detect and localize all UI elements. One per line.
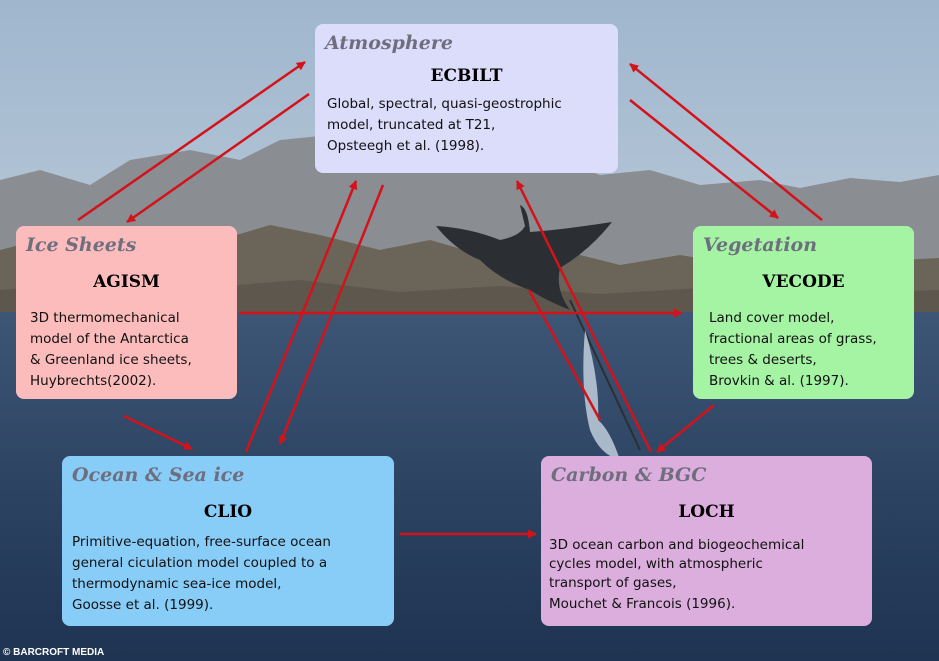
ice-sheets-box: Ice Sheets AGISM 3D thermomechanical mod…	[16, 226, 237, 399]
vegetation-desc-line: Brovkin & al. (1997).	[709, 373, 849, 389]
carbon-bgc-desc-line: Mouchet & Francois (1996).	[549, 596, 736, 612]
photo-credit: © BARCROFT MEDIA	[3, 647, 105, 658]
atmosphere-box: Atmosphere ECBILT Global, spectral, quas…	[315, 24, 618, 173]
ice-sheets-desc-line: 3D thermomechanical	[30, 310, 180, 326]
atmosphere-title: Atmosphere	[325, 32, 453, 54]
ocean-sea-ice-model: CLIO	[203, 502, 253, 522]
carbon-bgc-model: LOCH	[678, 502, 735, 522]
ocean-sea-ice-desc-line: Goosse et al. (1999).	[72, 597, 214, 613]
carbon-bgc-box: Carbon & BGC LOCH 3D ocean carbon and bi…	[541, 456, 872, 626]
atmosphere-model: ECBILT	[430, 66, 503, 86]
ice-sheets-desc-line: Huybrechts(2002).	[30, 373, 157, 389]
ice-sheets-title: Ice Sheets	[26, 234, 137, 256]
atmosphere-desc-line: Global, spectral, quasi-geostrophic	[327, 96, 562, 112]
ocean-sea-ice-title: Ocean & Sea ice	[72, 464, 245, 486]
ocean-sea-ice-box: Ocean & Sea ice CLIO Primitive-equation,…	[62, 456, 394, 626]
atmosphere-desc: Global, spectral, quasi-geostrophic mode…	[327, 94, 612, 157]
vegetation-desc-line: fractional areas of grass,	[709, 331, 877, 347]
vegetation-title: Vegetation	[703, 234, 818, 256]
vegetation-desc-line: trees & deserts,	[709, 352, 817, 368]
ice-sheets-desc: 3D thermomechanical model of the Antarct…	[30, 308, 231, 392]
carbon-bgc-title: Carbon & BGC	[551, 464, 707, 486]
vegetation-model: VECODE	[762, 272, 845, 292]
ocean-sea-ice-desc-line: thermodynamic sea-ice model,	[72, 576, 282, 592]
ice-sheets-desc-line: model of the Antarctica	[30, 331, 189, 347]
vegetation-desc-line: Land cover model,	[709, 310, 835, 326]
carbon-bgc-desc-line: cycles model, with atmospheric	[549, 556, 763, 572]
carbon-bgc-desc-line: 3D ocean carbon and biogeochemical	[549, 537, 805, 553]
carbon-bgc-desc-line: transport of gases,	[549, 575, 677, 591]
ice-sheets-model: AGISM	[93, 272, 160, 292]
vegetation-desc: Land cover model, fractional areas of gr…	[709, 308, 908, 392]
vegetation-box: Vegetation VECODE Land cover model, frac…	[693, 226, 914, 399]
atmosphere-desc-line: Opsteegh et al. (1998).	[327, 138, 485, 154]
ocean-sea-ice-desc-line: Primitive-equation, free-surface ocean	[72, 534, 331, 550]
atmosphere-desc-line: model, truncated at T21,	[327, 117, 496, 133]
carbon-bgc-desc: 3D ocean carbon and biogeochemical cycle…	[549, 536, 866, 614]
ice-sheets-desc-line: & Greenland ice sheets,	[30, 352, 192, 368]
ocean-sea-ice-desc: Primitive-equation, free-surface ocean g…	[72, 532, 388, 616]
ocean-sea-ice-desc-line: general ciculation model coupled to a	[72, 555, 328, 571]
